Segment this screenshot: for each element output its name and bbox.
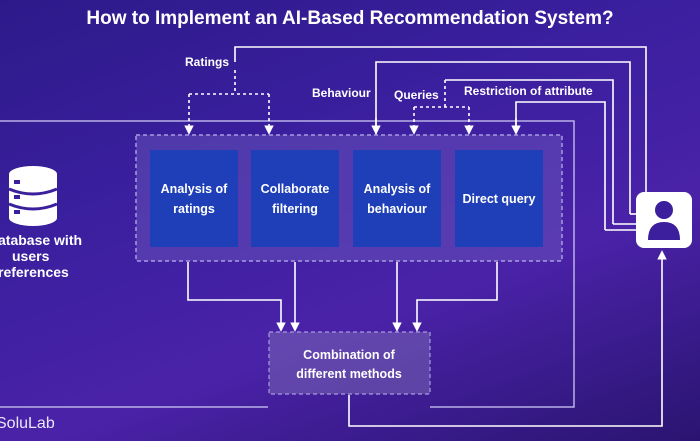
system-outline [0, 120, 575, 408]
database-label: references [0, 264, 69, 280]
brand-logo: SoluLab [0, 415, 55, 432]
combination-label: different methods [296, 367, 402, 381]
input-label-restriction: Restriction of attribute [464, 84, 593, 98]
method-box-direct-query: Direct query [455, 150, 543, 247]
combination-box: Combination of different methods [268, 331, 431, 395]
combination-label: Combination of [303, 348, 395, 362]
database-icon [8, 166, 58, 226]
method-label: ratings [173, 202, 215, 216]
input-label-ratings: Ratings [185, 55, 229, 69]
input-label-behaviour: Behaviour [312, 86, 371, 100]
database-label: users [12, 248, 50, 264]
method-box-ratings: Analysis of ratings [150, 150, 238, 247]
input-label-queries: Queries [394, 88, 439, 102]
input-dashed-arrows [184, 70, 474, 135]
combination-to-user-arrow [348, 250, 667, 427]
input-solid-arrows [371, 118, 521, 135]
method-label: Analysis of [364, 182, 432, 196]
page-title: How to Implement an AI-Based Recommendat… [86, 8, 613, 29]
method-to-combination-arrows [187, 262, 498, 332]
method-label: Collaborate [261, 182, 330, 196]
database-label: atabase with [0, 232, 82, 248]
method-label: Direct query [463, 192, 536, 206]
method-label: behaviour [367, 202, 427, 216]
method-box-behaviour: Analysis of behaviour [353, 150, 441, 247]
method-label: Analysis of [161, 182, 229, 196]
method-box-collaborate: Collaborate filtering [251, 150, 339, 247]
user-feedback-lines [234, 46, 647, 230]
method-label: filtering [272, 202, 318, 216]
user-icon [636, 192, 692, 248]
